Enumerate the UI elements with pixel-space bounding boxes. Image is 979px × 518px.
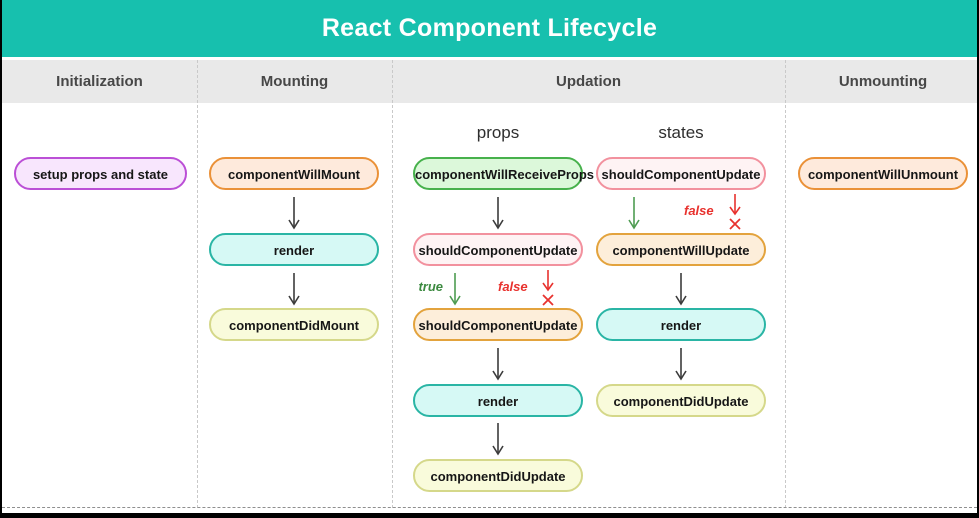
- lane-divider: [392, 60, 393, 508]
- node-shouldcomponentupdate-states: shouldComponentUpdate: [596, 157, 766, 190]
- branch-false-arrow-icon: [542, 270, 554, 306]
- lane-divider: [197, 60, 198, 508]
- title-banner: React Component Lifecycle: [2, 0, 977, 57]
- arrow-down-icon: [675, 348, 687, 381]
- lane-header-unmounting: Unmounting: [838, 73, 928, 90]
- lane-header-mounting: Mounting: [260, 73, 329, 90]
- node-shouldcomponentupdate-props: shouldComponentUpdate: [413, 233, 583, 266]
- branch-label-false: false: [684, 203, 714, 218]
- node-componentwillunmount: componentWillUnmount: [798, 157, 968, 190]
- branch-label-true: true: [418, 279, 443, 294]
- lane-header-updation: Updation: [556, 73, 621, 90]
- arrow-down-icon: [675, 273, 687, 306]
- node-componentwillmount: componentWillMount: [209, 157, 379, 190]
- subheader-props: props: [476, 123, 520, 142]
- node-componentwillreceiveprops: componentWillReceiveProps: [413, 157, 594, 190]
- node-componentdidupdate-states: componentDidUpdate: [596, 384, 766, 417]
- branch-false-arrow-icon: [729, 194, 741, 230]
- node-render-props: render: [413, 384, 583, 417]
- node-componentdidupdate-props: componentDidUpdate: [413, 459, 583, 492]
- node-setup-props-and-state: setup props and state: [14, 157, 187, 190]
- page-title: React Component Lifecycle: [321, 14, 658, 42]
- node-shouldcomponentupdate-orange: shouldComponentUpdate: [413, 308, 583, 341]
- branch-true-arrow-icon: [628, 197, 640, 230]
- arrow-down-icon: [492, 423, 504, 456]
- node-render-mounting: render: [209, 233, 379, 266]
- arrow-down-icon: [288, 197, 300, 230]
- branch-label-false: false: [498, 279, 528, 294]
- branch-true-arrow-icon: [449, 273, 461, 306]
- subheader-states: states: [658, 123, 704, 142]
- lane-header-initialization: Initialization: [56, 73, 143, 90]
- bottom-divider: [2, 507, 977, 508]
- lane-divider: [785, 60, 786, 508]
- node-componentdidmount: componentDidMount: [209, 308, 379, 341]
- arrow-down-icon: [492, 348, 504, 381]
- arrow-down-icon: [492, 197, 504, 230]
- lane-header-row: [2, 60, 977, 103]
- node-componentwillupdate: componentWillUpdate: [596, 233, 766, 266]
- node-render-states: render: [596, 308, 766, 341]
- arrow-down-icon: [288, 273, 300, 306]
